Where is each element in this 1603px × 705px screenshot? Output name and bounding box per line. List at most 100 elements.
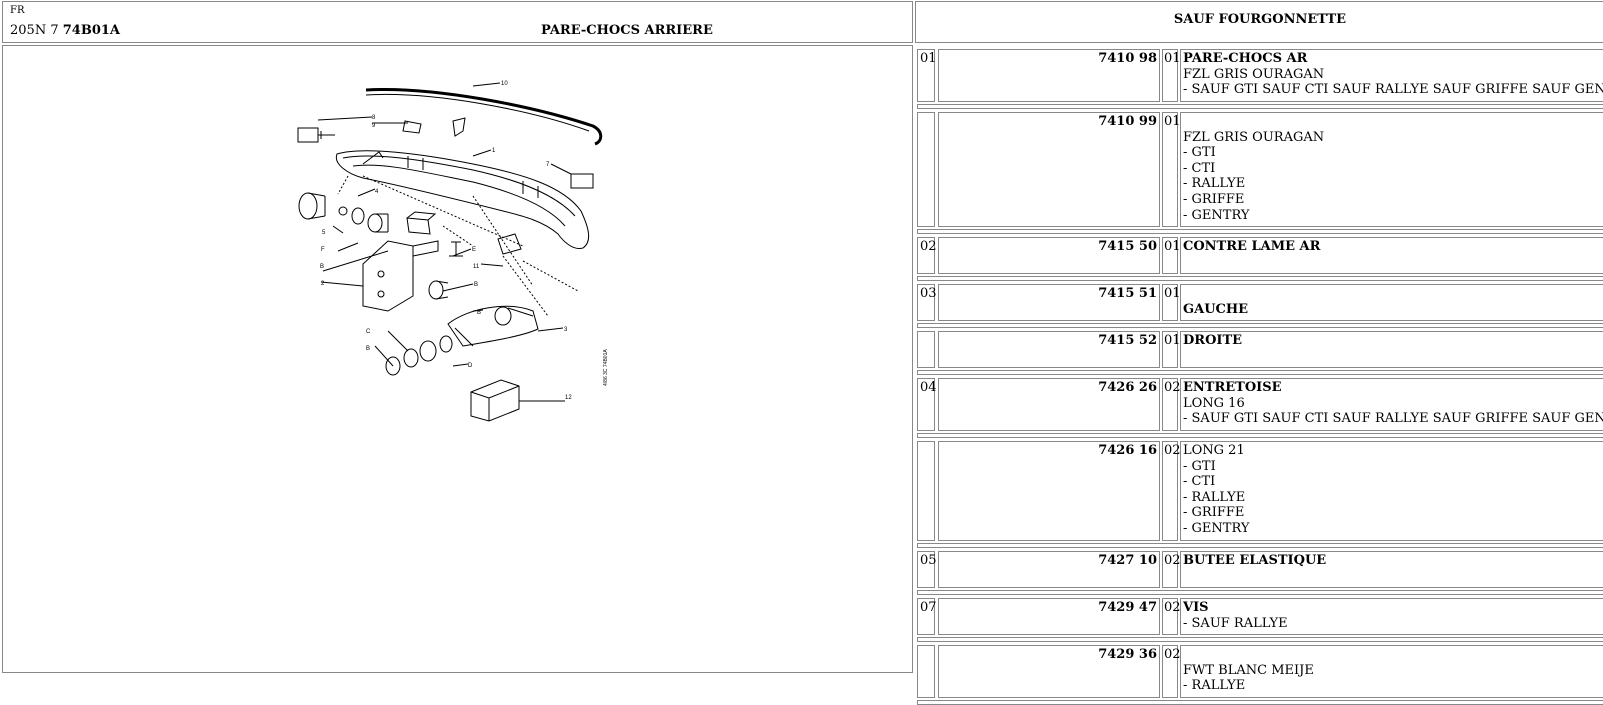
description-line: GAUCHE (1183, 301, 1249, 317)
label-1: 1 (492, 148, 496, 154)
label-10: 10 (501, 81, 508, 87)
part-description: LONG 21- GTI- CTI- RALLYE- GRIFFE- GENTR… (1180, 441, 1603, 541)
row-separator (917, 700, 1603, 705)
plate-code: 74B01A (62, 23, 120, 38)
description-line: - CTI (1183, 474, 1216, 490)
description-line: - GRIFFE (1183, 191, 1245, 207)
header-right: SAUF FOURGONNETTE (915, 1, 1603, 43)
description-line: LONG 21 (1183, 443, 1245, 458)
part-reference[interactable]: 7429 36 (938, 645, 1160, 698)
label-3: 3 (564, 327, 568, 333)
description-line: LONG 16 (1183, 395, 1245, 411)
part-quantity: 01 (1162, 237, 1181, 274)
part-reference[interactable]: 7426 26 (938, 378, 1160, 431)
description-line: CONTRE LAME AR (1183, 239, 1321, 254)
description-line: VIS (1183, 600, 1209, 615)
part-reference[interactable]: 7427 10 (938, 551, 1160, 588)
part-reference[interactable]: 7415 51 (938, 284, 1160, 321)
part-index (917, 112, 935, 227)
part-description: VIS- SAUF RALLYE (1180, 598, 1603, 635)
part-reference[interactable]: 7426 16 (938, 441, 1160, 541)
part-reference[interactable]: 7429 47 (938, 598, 1160, 635)
label-D: D (468, 363, 473, 369)
page-title: PARE-CHOCS ARRIERE (541, 23, 713, 38)
description-line: - GENTRY (1183, 520, 1250, 536)
row-separator (917, 276, 1603, 281)
part-description: DROITE (1180, 331, 1603, 368)
part-index (917, 331, 935, 368)
description-line: - RALLYE (1183, 176, 1246, 192)
description-line: - SAUF GTI SAUF CTI SAUF RALLYE SAUF GRI… (1183, 82, 1603, 98)
part-reference[interactable]: 7415 50 (938, 237, 1160, 274)
row-separator (917, 590, 1603, 595)
description-line: FWT BLANC MEIJE (1183, 662, 1314, 678)
label-B4: B (366, 346, 370, 352)
part-index: 01 (917, 49, 937, 102)
part-quantity: 01 (1162, 112, 1181, 227)
description-line: PARE-CHOCS AR (1183, 51, 1308, 66)
part-quantity: 01 (1162, 49, 1181, 102)
exploded-diagram: 10 8 9 1 7 4 5 F B E 11 2 B B 3 C B D 12… (297, 81, 609, 422)
row-separator (917, 433, 1603, 438)
part-quantity: 02 (1162, 551, 1181, 588)
part-reference[interactable]: 7410 98 (938, 49, 1160, 102)
part-quantity: 01 (1162, 284, 1181, 321)
description-line: FZL GRIS OURAGAN (1183, 66, 1325, 82)
part-index (917, 645, 935, 698)
part-index: 03 (917, 284, 937, 321)
row-separator (917, 104, 1603, 109)
description-line: - GRIFFE (1183, 505, 1245, 521)
part-index: 02 (917, 237, 937, 274)
part-index: 07 (917, 598, 937, 635)
row-separator (917, 637, 1603, 642)
part-quantity: 01 (1162, 331, 1181, 368)
drawing-stamp: 4/86 3C 74B01A (603, 349, 609, 386)
part-quantity: 02 (1162, 598, 1181, 635)
header-left: FR 205N 7 74B01A PARE-CHOCS ARRIERE (2, 1, 913, 43)
part-index: 04 (917, 378, 937, 431)
part-description: FWT BLANC MEIJE- RALLYE (1180, 645, 1603, 698)
diagram-panel: 10 8 9 1 7 4 5 F B E 11 2 B B 3 C B D 12… (2, 45, 913, 673)
label-F: F (321, 247, 325, 253)
description-line: - GTI (1183, 458, 1216, 474)
description-line (1183, 286, 1603, 302)
description-line: - RALLYE (1183, 678, 1246, 694)
description-line (1183, 114, 1603, 130)
description-line: - GENTRY (1183, 207, 1250, 223)
description-line: BUTEE ELASTIQUE (1183, 553, 1327, 568)
lang-code: FR (10, 5, 25, 16)
part-reference[interactable]: 7415 52 (938, 331, 1160, 368)
label-9: 9 (372, 123, 376, 129)
label-11: 11 (473, 264, 480, 270)
filter-title: SAUF FOURGONNETTE (1173, 12, 1347, 27)
description-line: - SAUF GTI SAUF CTI SAUF RALLYE SAUF GRI… (1183, 411, 1603, 427)
row-separator (917, 543, 1603, 548)
description-line: - RALLYE (1183, 489, 1246, 505)
part-description: CONTRE LAME AR (1180, 237, 1603, 274)
label-7: 7 (546, 162, 550, 168)
label-12: 12 (565, 395, 572, 401)
label-8: 8 (372, 115, 376, 121)
row-separator (917, 323, 1603, 328)
label-B2: B (474, 282, 478, 288)
label-E: E (472, 247, 476, 253)
label-4: 4 (375, 189, 379, 195)
part-description: GAUCHE (1180, 284, 1603, 321)
label-B1: B (320, 264, 324, 270)
model-label: 205N 7 (10, 23, 59, 38)
part-quantity: 02 (1162, 378, 1181, 431)
description-line: - SAUF RALLYE (1183, 615, 1288, 631)
part-index: 05 (917, 551, 937, 588)
description-line: - GTI (1183, 145, 1216, 161)
part-reference[interactable]: 7410 99 (938, 112, 1160, 227)
description-line: - CTI (1183, 160, 1216, 176)
